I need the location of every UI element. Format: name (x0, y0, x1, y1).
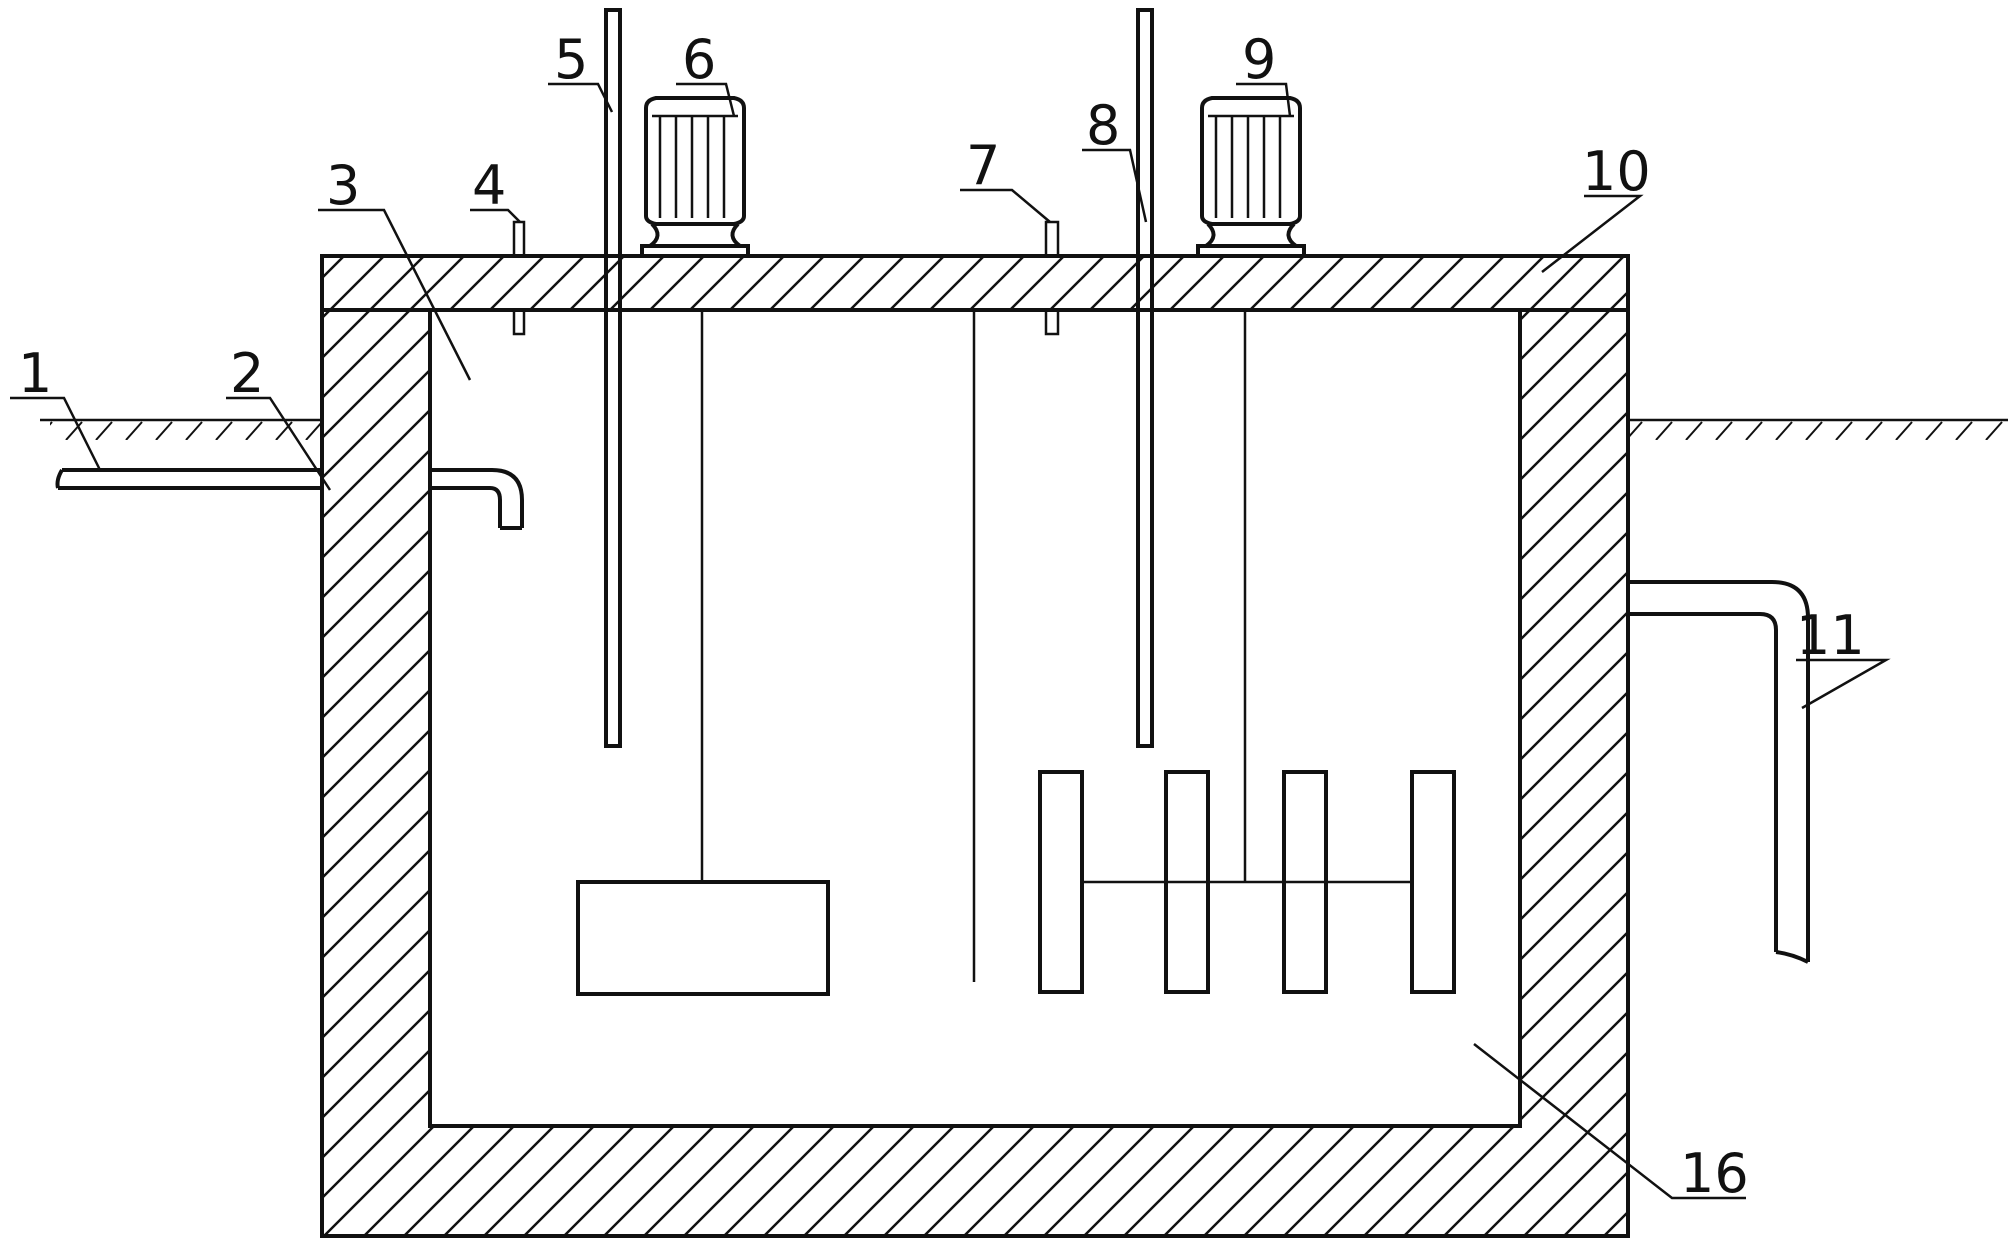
label-16: 16 (1680, 1142, 1749, 1205)
label-11: 11 (1796, 604, 1865, 667)
label-9: 9 (1242, 28, 1276, 91)
leader-lines (10, 82, 1891, 1200)
vent-pipe-7 (1044, 220, 1060, 336)
ground-right (1628, 418, 2008, 440)
ground-left (40, 418, 322, 440)
label-3: 3 (326, 154, 360, 217)
label-8: 8 (1086, 94, 1120, 157)
stirrer-right (1038, 310, 1456, 994)
label-10: 10 (1582, 140, 1651, 203)
label-5: 5 (554, 28, 588, 91)
rod-5 (604, 8, 622, 748)
cover-plate (320, 254, 1630, 312)
label-4: 4 (472, 154, 506, 217)
motor-6 (640, 96, 750, 258)
label-2: 2 (230, 342, 264, 405)
rod-8 (1136, 8, 1154, 748)
stirrer-left (576, 310, 830, 996)
label-1: 1 (18, 342, 52, 405)
outlet-pipe (1628, 580, 1810, 964)
label-7: 7 (966, 134, 1000, 197)
label-6: 6 (682, 28, 716, 91)
motor-9 (1196, 96, 1306, 258)
inlet-pipe (55, 468, 524, 530)
callout-labels: 1 2 3 4 5 6 7 8 9 10 11 16 (18, 28, 1865, 1205)
